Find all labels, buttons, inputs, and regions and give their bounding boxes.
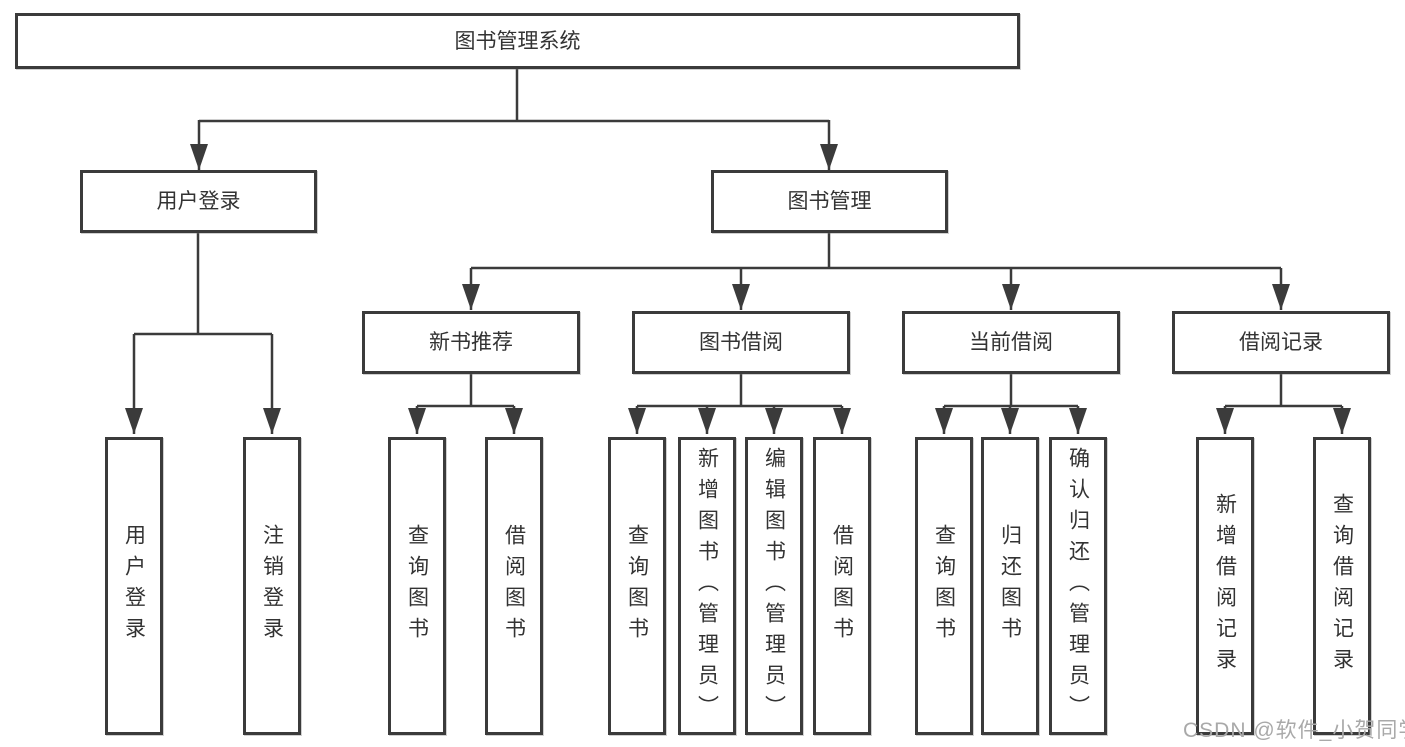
leaf-label: 归还图书 xyxy=(998,524,1022,648)
leaf-label: 新增借阅记录 xyxy=(1213,493,1237,679)
node-current-borrow: 当前借阅 xyxy=(902,311,1120,374)
leaf-confirm-return-admin: 确认归还（管理员） xyxy=(1049,437,1107,735)
leaf-label: 用户登录 xyxy=(122,524,146,648)
node-label: 图书管理 xyxy=(787,190,872,213)
node-label: 当前借阅 xyxy=(969,331,1053,354)
leaf-label: 查询图书 xyxy=(625,524,649,648)
node-library-management-system: 图书管理系统 xyxy=(15,13,1020,69)
node-book-borrow: 图书借阅 xyxy=(632,311,850,374)
leaf-add-borrow-record: 新增借阅记录 xyxy=(1196,437,1254,735)
leaf-label: 编辑图书（管理员） xyxy=(762,446,786,726)
node-borrow-records: 借阅记录 xyxy=(1172,311,1390,374)
node-label: 借阅记录 xyxy=(1239,331,1323,354)
leaf-edit-books-admin: 编辑图书（管理员） xyxy=(745,437,803,735)
connector-book-management-to-level3 xyxy=(462,233,1290,310)
leaf-logout: 注销登录 xyxy=(243,437,301,735)
leaf-query-books-recommend: 查询图书 xyxy=(388,437,446,735)
connector-borrow-records-to-leaves xyxy=(1216,374,1351,434)
node-user-login: 用户登录 xyxy=(80,170,317,233)
leaf-user-login: 用户登录 xyxy=(105,437,163,735)
csdn-watermark: CSDN @软件_小贺同学 xyxy=(1183,719,1405,742)
leaf-query-books-borrow: 查询图书 xyxy=(608,437,666,735)
leaf-label: 查询图书 xyxy=(932,524,956,648)
node-label: 用户登录 xyxy=(156,190,241,213)
connector-current-borrow-to-leaves xyxy=(935,374,1087,434)
leaf-add-books-admin: 新增图书（管理员） xyxy=(678,437,736,735)
leaf-query-books-current: 查询图书 xyxy=(915,437,973,735)
leaf-return-books: 归还图书 xyxy=(981,437,1039,735)
leaf-borrow-books: 借阅图书 xyxy=(813,437,871,735)
node-label: 图书管理系统 xyxy=(454,29,581,53)
leaf-query-borrow-record: 查询借阅记录 xyxy=(1313,437,1371,735)
leaf-label: 确认归还（管理员） xyxy=(1066,446,1090,726)
node-book-management: 图书管理 xyxy=(711,170,948,233)
connector-new-book-to-leaves xyxy=(408,374,523,434)
node-label: 新书推荐 xyxy=(429,331,513,354)
leaf-label: 查询借阅记录 xyxy=(1330,493,1354,679)
connector-book-borrow-to-leaves xyxy=(628,374,851,434)
connector-root-to-level2 xyxy=(190,69,838,170)
leaf-label: 注销登录 xyxy=(260,524,284,648)
leaf-label: 新增图书（管理员） xyxy=(695,446,719,726)
node-label: 图书借阅 xyxy=(699,331,783,354)
leaf-label: 借阅图书 xyxy=(502,524,526,648)
connector-user-login-to-leaves xyxy=(125,233,281,434)
leaf-label: 借阅图书 xyxy=(830,524,854,648)
node-new-book-recommend: 新书推荐 xyxy=(362,311,580,374)
leaf-borrow-books-recommend: 借阅图书 xyxy=(485,437,543,735)
leaf-label: 查询图书 xyxy=(405,524,429,648)
